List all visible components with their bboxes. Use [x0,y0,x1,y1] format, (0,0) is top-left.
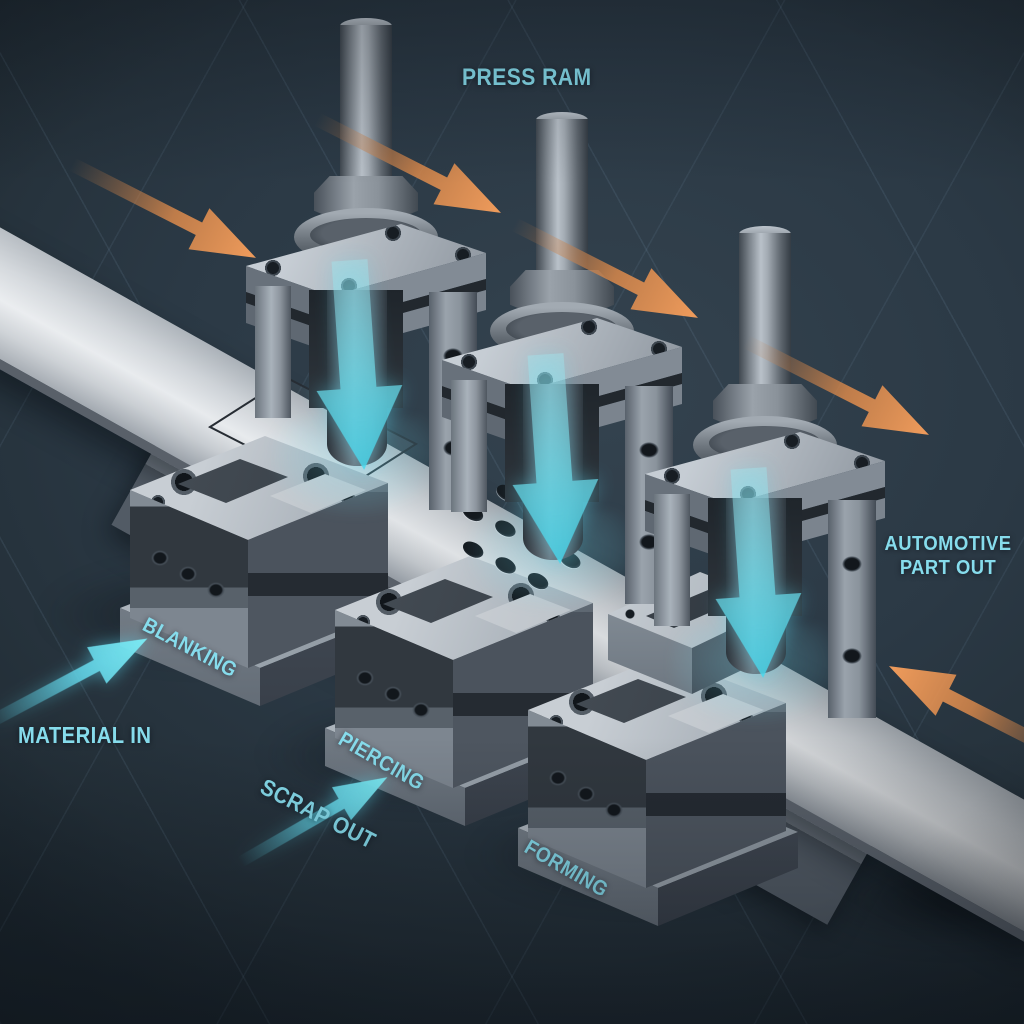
press-station-blanking [241,18,491,524]
guide-channel [309,290,327,408]
automotive-part-out-line2: PART OUT [899,557,997,579]
guide-channel [505,384,523,502]
die-forming [518,648,798,938]
flow-arrow-icon [314,113,501,213]
scrap-out-arrow-icon [236,777,388,868]
guide-post [654,494,690,626]
guide-channel [784,498,802,616]
ram-stroke-down-arrow-icon [316,259,403,470]
guide-channel [708,498,726,616]
press-ram-label: PRESS RAM [462,64,592,91]
flow-arrow-icon [742,335,929,435]
guide-channel [581,384,599,502]
guide-post [451,380,487,512]
guide-post [255,286,291,418]
material-in-label: MATERIAL IN [18,722,152,748]
flow-arrow-icon [69,158,256,258]
flow-arrow-icon [511,218,698,318]
ram-stroke-down-arrow-icon [512,353,599,564]
guide-channel [385,290,403,408]
automotive-part-out-label: AUTOMOTIVE PART OUT [873,532,1024,580]
material-in-arrow-icon [0,638,148,731]
guide-post [828,500,876,718]
ram-stroke-down-arrow-icon [715,467,802,678]
part-out-arrow-icon [889,666,1024,766]
press-station-forming [640,226,890,732]
automotive-part-out-line1: AUTOMOTIVE [884,533,1012,555]
